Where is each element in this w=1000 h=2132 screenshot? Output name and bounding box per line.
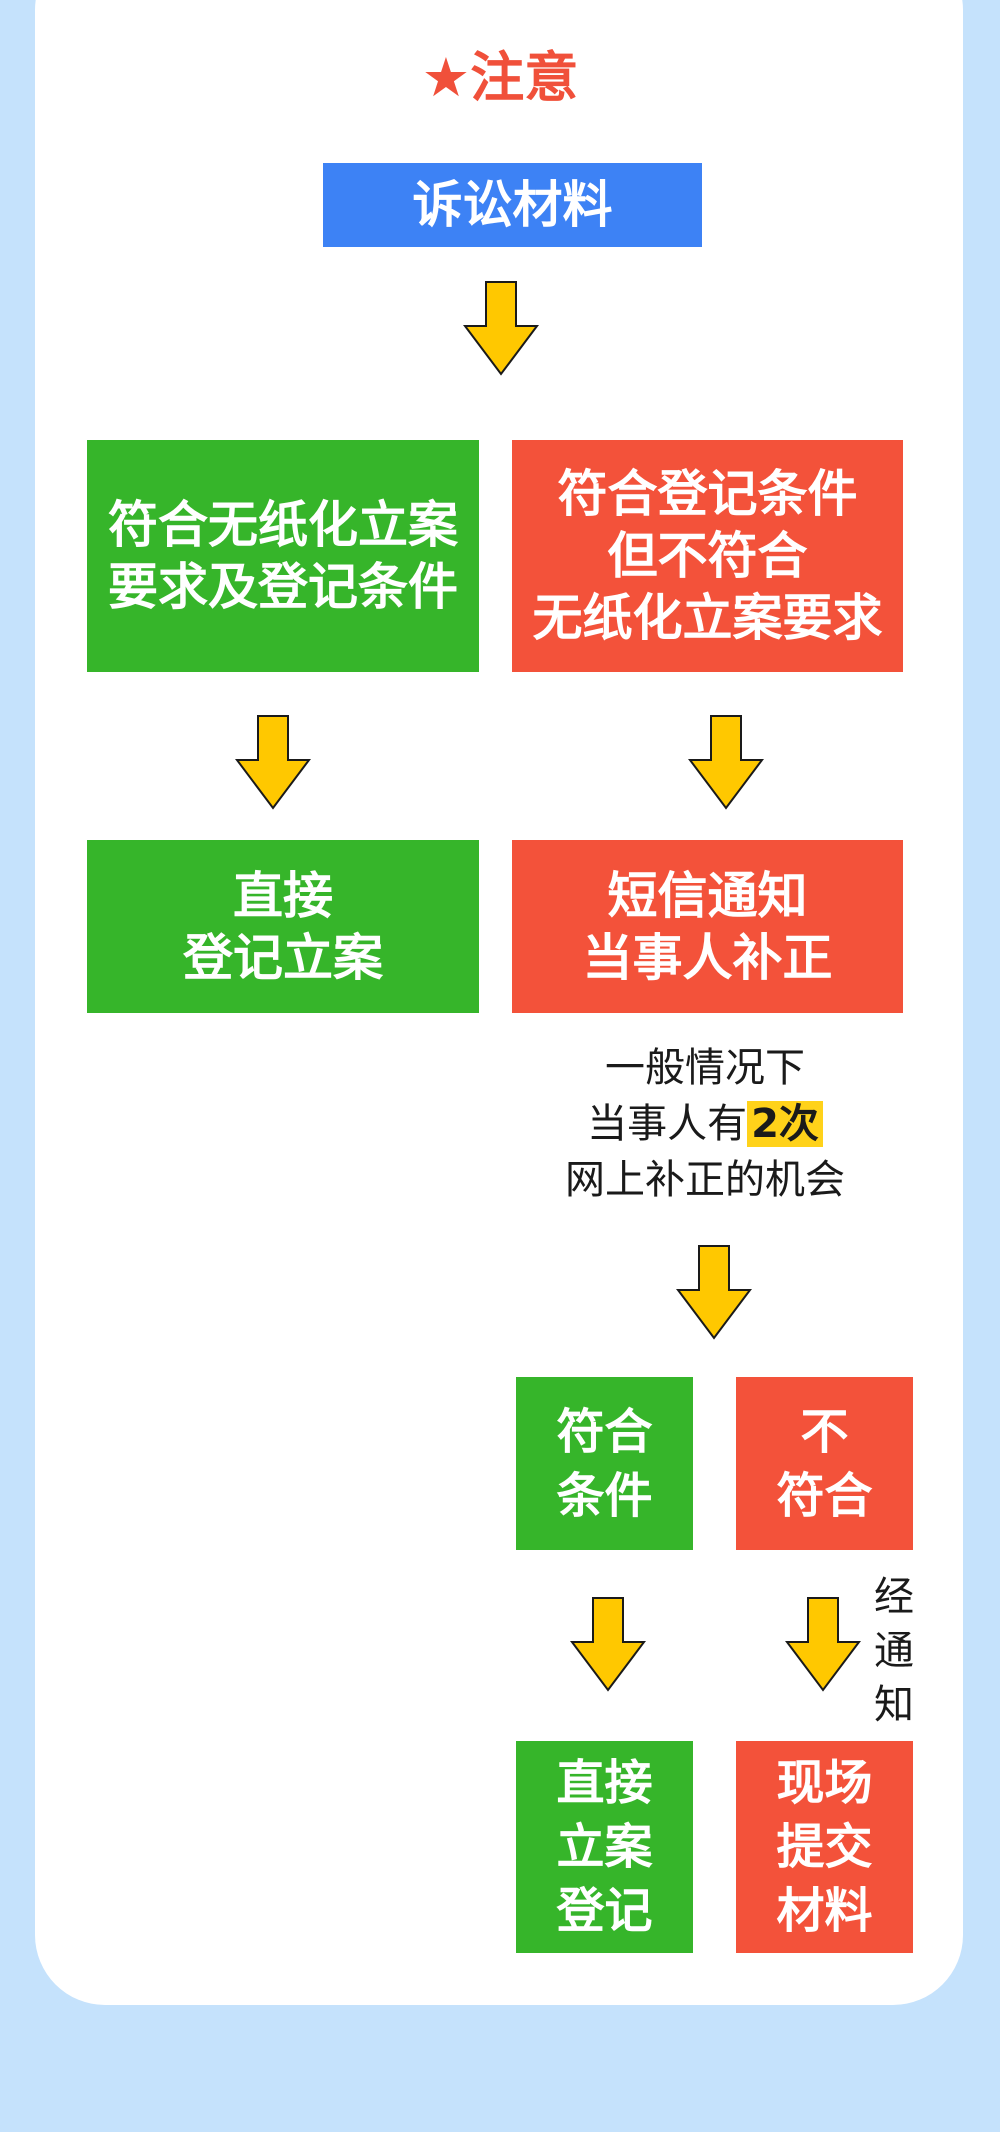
arrow-down-icon [785, 1597, 861, 1692]
arrow-down-icon [570, 1597, 646, 1692]
note-highlight: 2次 [747, 1101, 823, 1147]
arrow-down-icon [235, 715, 311, 810]
node-onsite-submit: 现场 提交 材料 [736, 1741, 913, 1953]
arrow-down-icon [463, 281, 539, 376]
side-label-notified: 经 通 知 [874, 1574, 914, 1728]
node-not-meets: 不 符合 [736, 1377, 913, 1550]
note-line-3: 网上补正的机会 [565, 1157, 845, 1203]
node-sms-notify: 短信通知 当事人补正 [512, 840, 903, 1013]
note-line-2-prefix: 当事人有 [587, 1101, 748, 1147]
node-eligible-not-paperless: 符合登记条件 但不符合 无纸化立案要求 [512, 440, 903, 672]
page-title: ★注意 [421, 46, 579, 109]
node-materials: 诉讼材料 [323, 163, 702, 247]
node-eligible-paperless: 符合无纸化立案 要求及登记条件 [87, 440, 479, 672]
node-meets: 符合 条件 [516, 1377, 693, 1550]
node-direct-register: 直接 登记立案 [87, 840, 479, 1013]
arrow-down-icon [688, 715, 764, 810]
note-line-1: 一般情况下 [605, 1045, 805, 1091]
arrow-down-icon [676, 1245, 752, 1340]
node-direct-file: 直接 立案 登记 [516, 1741, 693, 1953]
